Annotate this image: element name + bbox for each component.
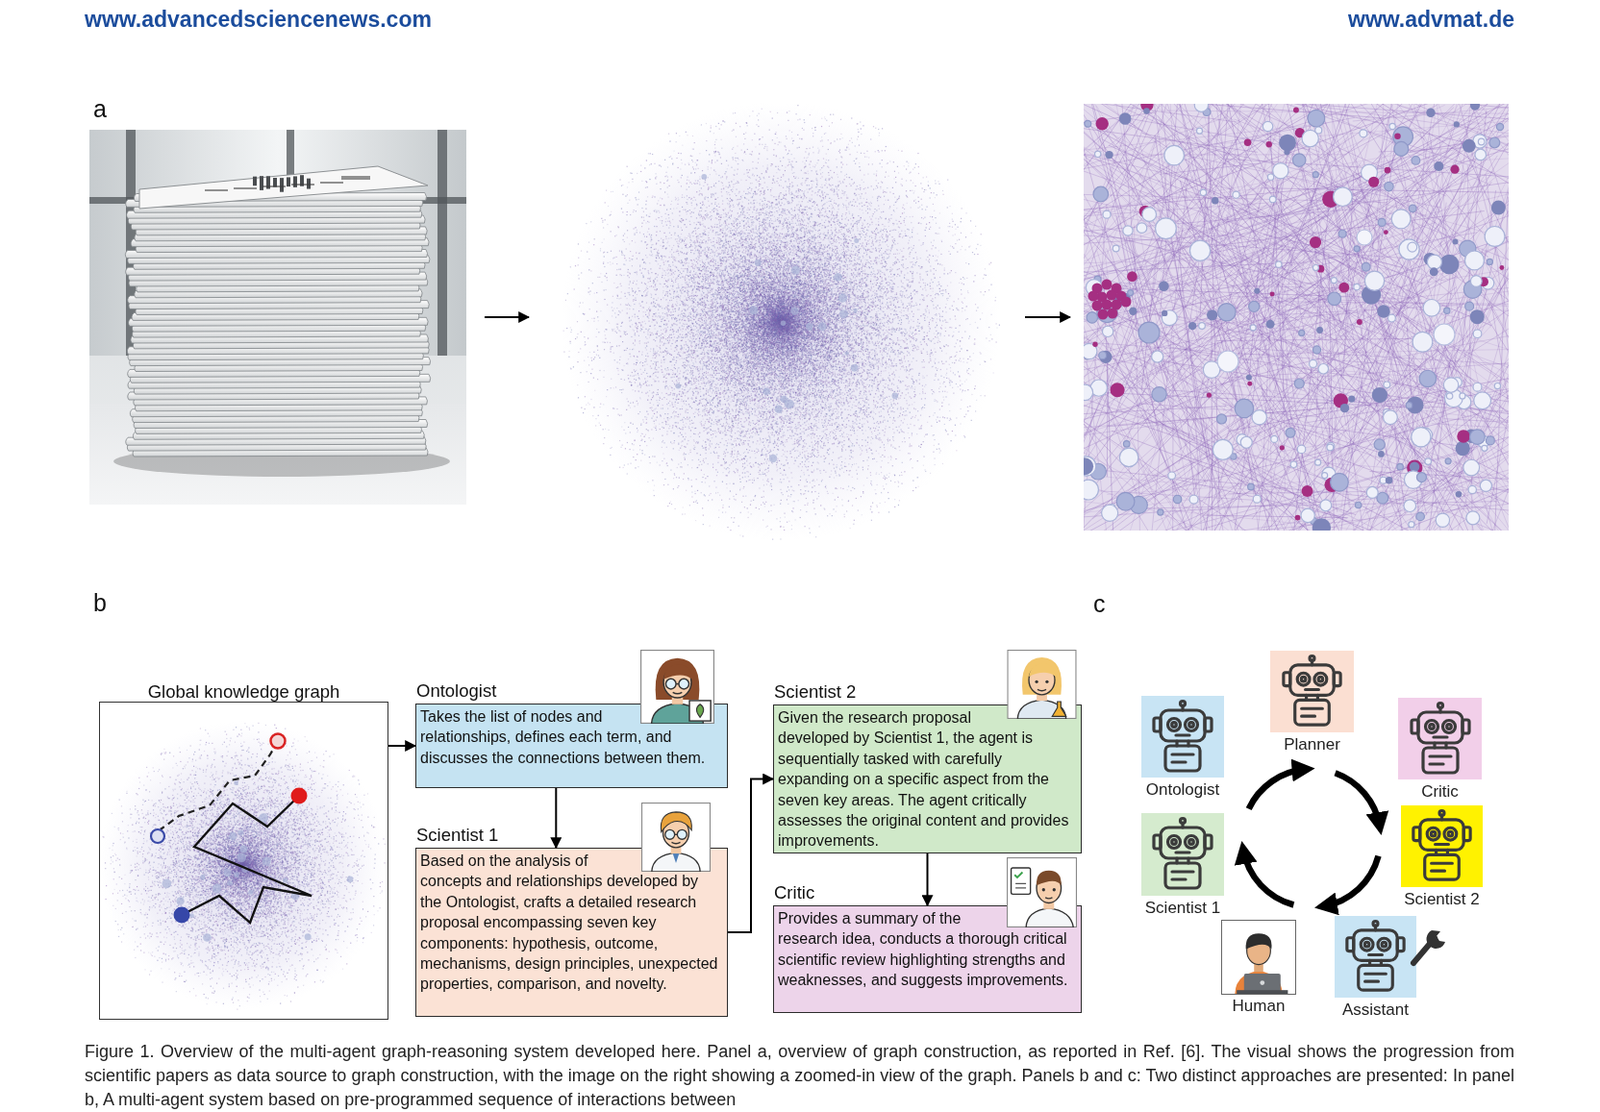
robot-icons bbox=[1153, 655, 1471, 991]
agent-icon-box: Scientist 1 bbox=[1141, 813, 1225, 897]
ontologist-portrait bbox=[641, 650, 715, 725]
figure-caption: Figure 1. Overview of the multi-agent gr… bbox=[84, 1040, 1515, 1112]
agent-label: Scientist 1 bbox=[1145, 899, 1221, 919]
panel-letter: c bbox=[1093, 590, 1106, 618]
icon-gap bbox=[1000, 908, 1077, 928]
agent-icon-box: Assistant bbox=[1334, 916, 1417, 999]
cycle-arrows bbox=[1243, 769, 1380, 907]
box-heading: Critic bbox=[774, 882, 815, 903]
agent-box: OntologistTakes the list of nodes and re… bbox=[415, 703, 728, 789]
journal-url: www.advmat.de bbox=[1348, 5, 1515, 33]
box-body: Given the research proposal developed by… bbox=[774, 705, 1081, 854]
agent-icon-box: Scientist 2 bbox=[1400, 805, 1483, 888]
scientist-portrait bbox=[642, 803, 711, 873]
icon-gap bbox=[1000, 707, 1077, 727]
agent-icon-box: Ontologist bbox=[1141, 696, 1225, 778]
process-arrows bbox=[484, 316, 1071, 319]
human-icon bbox=[1234, 933, 1288, 995]
box-heading: Scientist 1 bbox=[416, 825, 499, 846]
box-body: Based on the analysis of concepts and re… bbox=[416, 849, 727, 998]
flow-arrow bbox=[554, 788, 557, 849]
agent-icon-box: Planner bbox=[1270, 650, 1354, 733]
agent-label: Scientist 2 bbox=[1403, 890, 1479, 910]
flow-arrow bbox=[727, 779, 774, 934]
box-body: Takes the list of nodes and relationship… bbox=[416, 704, 727, 771]
flow-arrow bbox=[926, 853, 929, 906]
panel-letter: b bbox=[93, 589, 107, 617]
agent-box: CriticProvides a summary of the research… bbox=[773, 905, 1082, 1014]
paper-stack-photo bbox=[89, 129, 467, 505]
human-icon-box: Human bbox=[1221, 920, 1297, 996]
knowledge-graph-render bbox=[555, 96, 1006, 547]
agent-label: Human bbox=[1232, 997, 1286, 1017]
panel-letter: a bbox=[93, 95, 107, 123]
box-heading: Ontologist bbox=[416, 680, 497, 701]
agent-label: Ontologist bbox=[1146, 780, 1221, 800]
wrench-symbol bbox=[1413, 938, 1435, 964]
icon-gap bbox=[636, 850, 724, 871]
box-body: Provides a summary of the research idea,… bbox=[774, 906, 1081, 994]
icon-gap bbox=[636, 706, 724, 726]
graph-panel: Global knowledge graph bbox=[99, 701, 389, 1021]
graph-paths bbox=[150, 734, 312, 925]
box-heading: Scientist 2 bbox=[774, 681, 856, 702]
box-heading: Global knowledge graph bbox=[71, 681, 417, 702]
agent-box: Scientist 2Given the research proposal d… bbox=[773, 704, 1082, 854]
graph-zoom-view bbox=[1083, 103, 1509, 531]
wrench-symbol bbox=[1425, 930, 1446, 950]
scientist-portrait bbox=[1007, 650, 1076, 720]
journal-url: www.advancedsciencenews.com bbox=[84, 5, 432, 33]
agent-label: Assistant bbox=[1342, 1000, 1409, 1021]
flow-arrow bbox=[388, 745, 416, 748]
agent-icon-box: Critic bbox=[1398, 698, 1482, 780]
critic-portrait bbox=[1007, 858, 1077, 928]
agent-label: Critic bbox=[1421, 782, 1459, 802]
agent-box: Scientist 1Based on the analysis of conc… bbox=[415, 848, 728, 1018]
agent-label: Planner bbox=[1283, 735, 1341, 755]
